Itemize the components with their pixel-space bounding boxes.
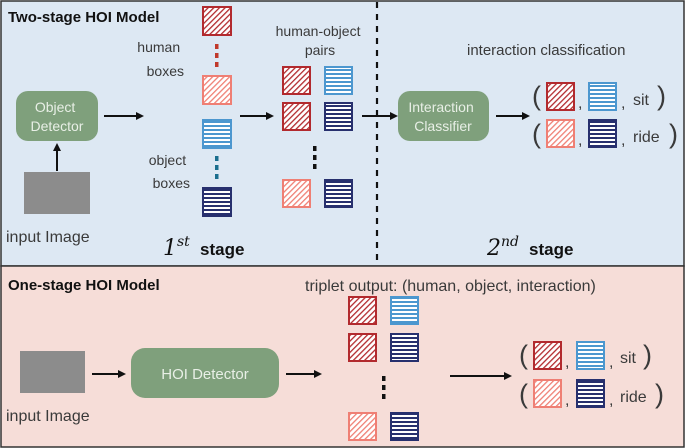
one-stage-panel bbox=[0, 265, 685, 448]
hoi-detector-module bbox=[131, 348, 279, 398]
interaction-classifier-module bbox=[398, 91, 489, 141]
object-detector-line2: Detector bbox=[31, 118, 84, 134]
two-stage-output-1: ( , , sit ) bbox=[532, 81, 666, 112]
triplets-ellipsis bbox=[382, 376, 386, 399]
svg-text:2nd: 2nd bbox=[486, 234, 519, 261]
stage-1-word: stage bbox=[200, 240, 244, 259]
open-paren: ( bbox=[532, 81, 541, 111]
triplet-2-human bbox=[348, 333, 377, 362]
comma: , bbox=[609, 392, 613, 409]
human-box-1 bbox=[202, 6, 232, 36]
svg-text:1st: 1st bbox=[163, 234, 190, 261]
pair-3-object bbox=[324, 179, 353, 208]
stage-1-number: 1 bbox=[163, 236, 177, 261]
open-paren: ( bbox=[519, 340, 528, 370]
object-detector-label: Object Detector bbox=[31, 99, 84, 134]
one-stage-input-image bbox=[20, 351, 85, 393]
human-boxes-label: human boxes bbox=[137, 39, 184, 79]
triplet-2-object bbox=[390, 333, 419, 362]
close-paren: ) bbox=[643, 340, 652, 370]
object-boxes-line2: boxes bbox=[153, 175, 190, 191]
one-stage-output-1: ( , , sit ) bbox=[519, 340, 652, 371]
interaction-classifier-line1: Interaction bbox=[408, 99, 473, 115]
one-stage-output-2-verb: ride bbox=[620, 389, 647, 406]
object-boxes-ellipsis bbox=[215, 156, 219, 179]
object-boxes-line1: object bbox=[149, 152, 186, 168]
open-paren: ( bbox=[519, 379, 528, 409]
stage-1-sup: st bbox=[177, 234, 190, 250]
one-stage-output-2: ( , , ride ) bbox=[519, 379, 664, 409]
human-boxes-line2: boxes bbox=[147, 63, 184, 79]
two-stage-output-1-verb: sit bbox=[633, 92, 650, 109]
pairs-line2: pairs bbox=[305, 42, 335, 58]
one-output-2-human bbox=[533, 379, 562, 408]
comma: , bbox=[565, 354, 569, 371]
hoi-detector-label: HOI Detector bbox=[161, 366, 249, 383]
one-stage-output-1-verb: sit bbox=[620, 350, 637, 367]
pair-3-human bbox=[282, 179, 311, 208]
one-output-2-object bbox=[576, 379, 605, 408]
object-box-2 bbox=[202, 187, 232, 217]
comma: , bbox=[578, 132, 582, 149]
two-stage-title: Two-stage HOI Model bbox=[8, 9, 159, 26]
comma: , bbox=[621, 132, 625, 149]
close-paren: ) bbox=[657, 81, 666, 111]
pairs-line1: human-object bbox=[276, 23, 361, 39]
stage-2-sup: nd bbox=[501, 234, 519, 250]
one-stage-input-label: input Image bbox=[6, 408, 90, 425]
one-output-1-human bbox=[533, 341, 562, 370]
object-boxes-label: object boxes bbox=[149, 152, 190, 191]
pair-1-object bbox=[324, 66, 353, 95]
human-boxes-ellipsis bbox=[215, 44, 219, 67]
object-box-1 bbox=[202, 119, 232, 149]
triplet-1-object bbox=[390, 296, 419, 325]
stage-2-word: stage bbox=[529, 240, 573, 259]
pair-1-human bbox=[282, 66, 311, 95]
object-detector-line1: Object bbox=[35, 99, 76, 115]
close-paren: ) bbox=[669, 119, 678, 149]
output-1-human bbox=[546, 82, 575, 111]
pair-2-human bbox=[282, 102, 311, 131]
triplet-1-human bbox=[348, 296, 377, 325]
close-paren: ) bbox=[655, 379, 664, 409]
interaction-classifier-label: Interaction Classifier bbox=[408, 99, 477, 134]
comma: , bbox=[578, 95, 582, 112]
stage-2-number: 2 bbox=[486, 236, 501, 261]
pair-2-object bbox=[324, 102, 353, 131]
input-image bbox=[24, 172, 90, 214]
two-stage-output-2-verb: ride bbox=[633, 129, 660, 146]
comma: , bbox=[609, 354, 613, 371]
one-stage-title: One-stage HOI Model bbox=[8, 277, 160, 294]
classification-label: interaction classification bbox=[467, 42, 625, 59]
pairs-ellipsis bbox=[313, 146, 317, 169]
one-output-1-object bbox=[576, 341, 605, 370]
object-detector-module bbox=[16, 91, 98, 141]
triplet-3-human bbox=[348, 412, 377, 441]
output-1-object bbox=[588, 82, 617, 111]
output-2-human bbox=[546, 119, 575, 148]
comma: , bbox=[565, 392, 569, 409]
triplet-label: triplet output: (human, object, interact… bbox=[305, 278, 596, 295]
comma: , bbox=[621, 95, 625, 112]
pairs-label: human-object pairs bbox=[276, 23, 365, 58]
human-boxes-line1: human bbox=[137, 39, 180, 55]
input-image-label: input Image bbox=[6, 229, 90, 246]
stage-1-label: 1st stage bbox=[163, 234, 244, 261]
triplet-3-object bbox=[390, 412, 419, 441]
human-box-2 bbox=[202, 75, 232, 105]
interaction-classifier-line2: Classifier bbox=[414, 118, 472, 134]
stage-2-label: 2nd stage bbox=[486, 234, 573, 261]
two-stage-output-2: ( , , ride ) bbox=[532, 119, 678, 149]
open-paren: ( bbox=[532, 119, 541, 149]
output-2-object bbox=[588, 119, 617, 148]
